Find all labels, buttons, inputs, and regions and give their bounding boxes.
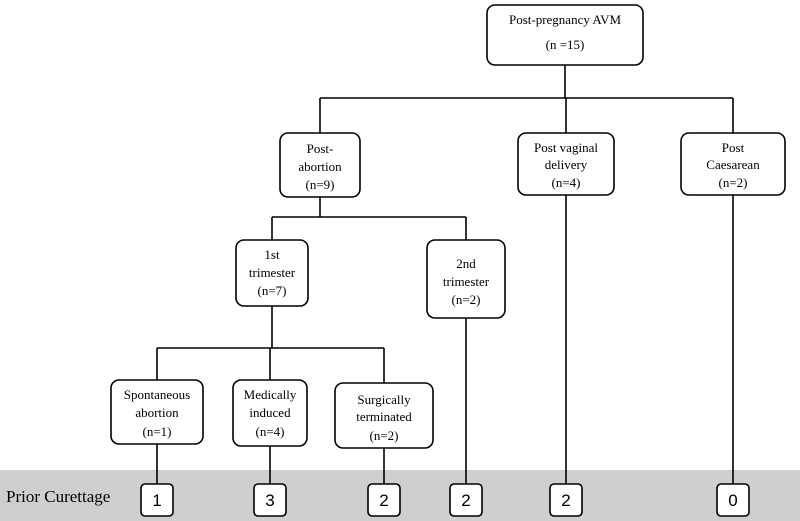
node-text-line: Post <box>722 140 745 155</box>
node-box <box>426 239 506 319</box>
count-box <box>140 483 174 517</box>
node-text-line: terminated <box>356 409 412 424</box>
node-text-line: trimester <box>443 274 490 289</box>
curettage-count-spontaneous: 1 <box>140 483 174 517</box>
node-box <box>279 132 361 198</box>
node-box <box>486 4 644 66</box>
node-box <box>235 239 309 307</box>
count-value: 3 <box>265 491 274 510</box>
count-value: 1 <box>152 491 161 510</box>
count-value: 2 <box>379 491 388 510</box>
node-text-line: trimester <box>249 265 296 280</box>
count-value: 2 <box>461 491 470 510</box>
node-box <box>334 382 434 449</box>
node-box <box>110 379 204 445</box>
count-box <box>549 483 583 517</box>
node-text-line: Post-pregnancy AVM <box>509 12 622 27</box>
node-second-trimester: 2nd trimester (n=2) <box>426 239 506 319</box>
count-value: 2 <box>561 491 570 510</box>
curettage-counts: 1 3 2 2 2 0 <box>140 483 750 517</box>
node-post-vaginal: Post vaginal delivery (n=4) <box>517 132 615 196</box>
node-text-line: (n=2) <box>370 428 399 443</box>
node-text-line: (n=4) <box>256 424 285 439</box>
node-root: Post-pregnancy AVM (n =15) <box>486 4 644 66</box>
prior-curettage-label: Prior Curettage <box>6 487 110 506</box>
node-surgically: Surgically terminated (n=2) <box>334 382 434 449</box>
curettage-count-medically: 3 <box>253 483 287 517</box>
node-text-line: (n=9) <box>306 177 335 192</box>
count-box <box>449 483 483 517</box>
node-text-line: abortion <box>135 405 179 420</box>
count-box <box>253 483 287 517</box>
count-value: 0 <box>728 491 737 510</box>
curettage-count-surgically: 2 <box>367 483 401 517</box>
node-first-trimester: 1st trimester (n=7) <box>235 239 309 307</box>
node-text-line: Surgically <box>357 392 411 407</box>
node-medically: Medically induced (n=4) <box>232 379 308 447</box>
curettage-count-post-caesarean: 0 <box>716 483 750 517</box>
node-text-line: 2nd <box>456 256 476 271</box>
node-box <box>232 379 308 447</box>
node-text-line: 1st <box>264 247 280 262</box>
connectors <box>156 65 734 484</box>
node-box <box>517 132 615 196</box>
node-text-line: induced <box>249 405 291 420</box>
node-text-line: (n=2) <box>719 175 748 190</box>
curettage-count-second-trimester: 2 <box>449 483 483 517</box>
node-text-line: Post vaginal <box>534 140 598 155</box>
node-text-line: (n=4) <box>552 175 581 190</box>
nodes: Post-pregnancy AVM (n =15) Post-abortion (n… <box>110 4 786 449</box>
node-text-line: delivery <box>545 157 588 172</box>
node-spontaneous: Spontaneous abortion (n=1) <box>110 379 204 445</box>
node-text-line: Post- <box>307 141 334 156</box>
count-box <box>367 483 401 517</box>
node-text-line: (n=1) <box>143 424 172 439</box>
node-text-line: abortion <box>298 159 342 174</box>
node-text-line: Spontaneous <box>124 387 190 402</box>
node-box <box>680 132 786 196</box>
node-text-line: Caesarean <box>706 157 760 172</box>
node-text-line: (n =15) <box>546 37 585 52</box>
count-box <box>716 483 750 517</box>
node-text-line: (n=2) <box>452 292 481 307</box>
node-text-line: Medically <box>244 387 297 402</box>
curettage-count-post-vaginal: 2 <box>549 483 583 517</box>
node-text-line: (n=7) <box>258 283 287 298</box>
node-post-abortion: Post-abortion (n=9) <box>279 132 361 198</box>
